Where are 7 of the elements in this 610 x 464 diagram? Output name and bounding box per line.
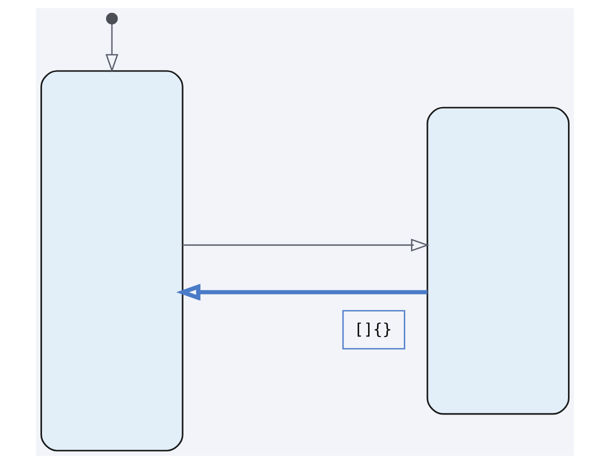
arrow xyxy=(182,238,430,252)
node-circle xyxy=(106,12,118,25)
edge-label: []{} xyxy=(354,319,392,338)
node-box xyxy=(426,106,570,415)
node-box xyxy=(40,70,184,452)
arrow xyxy=(176,284,428,301)
arrow xyxy=(106,24,118,72)
